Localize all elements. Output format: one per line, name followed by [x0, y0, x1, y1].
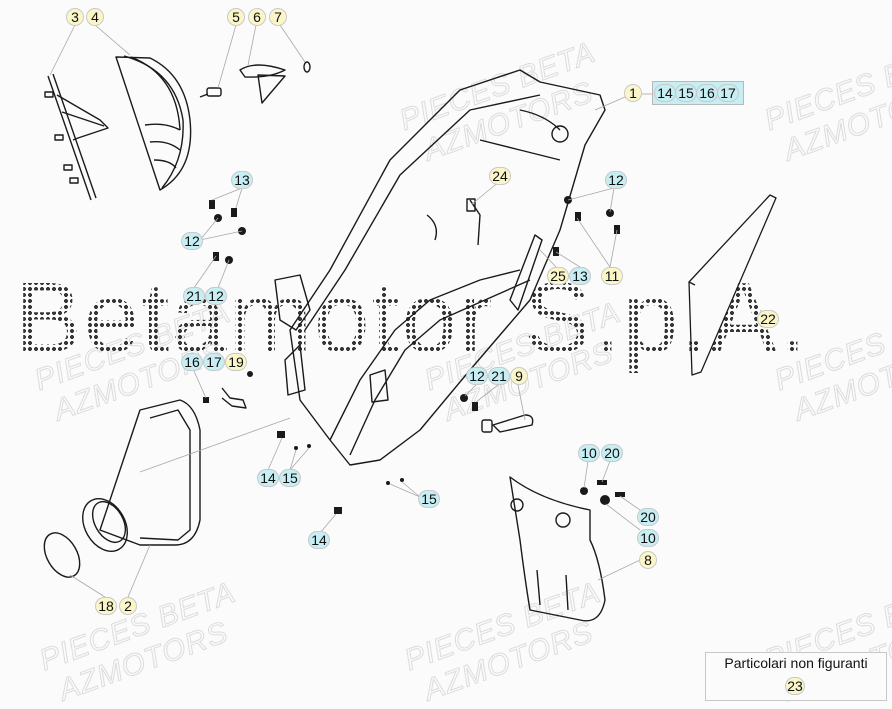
part-callout-13[interactable]: 13	[569, 267, 591, 285]
part-callout-13[interactable]: 13	[231, 171, 253, 189]
part-callout-17[interactable]: 17	[717, 84, 739, 102]
part-callout-12[interactable]: 12	[466, 367, 488, 385]
part-callout-11[interactable]: 11	[601, 267, 623, 285]
part-callout-17[interactable]: 17	[203, 353, 225, 371]
part-callout-15[interactable]: 15	[279, 469, 301, 487]
part-callout-16[interactable]: 16	[696, 84, 718, 102]
part-callout-14[interactable]: 14	[257, 469, 279, 487]
washer-icon	[303, 61, 311, 73]
airbox-main-body-icon	[274, 69, 606, 466]
part-callout-25[interactable]: 25	[547, 267, 569, 285]
intake-boot-icon	[82, 399, 201, 552]
headlight-mask-icon	[115, 55, 192, 191]
exhaust-guard-icon	[509, 476, 606, 622]
part-callout-21[interactable]: 21	[183, 287, 205, 305]
bracket-icon	[509, 234, 543, 311]
clip-icon	[466, 198, 476, 212]
part-callout-2[interactable]: 2	[119, 597, 137, 615]
part-callout-7[interactable]: 7	[269, 8, 287, 26]
part-callout-15[interactable]: 15	[418, 490, 440, 508]
part-callout-12[interactable]: 12	[181, 232, 203, 250]
part-callout-9[interactable]: 9	[510, 367, 528, 385]
part-callout-6[interactable]: 6	[248, 8, 266, 26]
rubber-strap-icon	[239, 64, 286, 104]
part-callout-10[interactable]: 10	[637, 529, 659, 547]
screw-icon	[199, 87, 222, 98]
part-callout-20[interactable]: 20	[601, 444, 623, 462]
part-callout-20[interactable]: 20	[637, 508, 659, 526]
part-callout-18[interactable]: 18	[95, 597, 117, 615]
parts-not-shown-title: Particolari non figuranti	[724, 655, 868, 671]
part-callout-10[interactable]: 10	[578, 444, 600, 462]
hardware-fasteners-icon	[203, 196, 625, 514]
part-callout-22[interactable]: 22	[757, 310, 779, 328]
bracket-icon	[221, 387, 247, 409]
part-callout-5[interactable]: 5	[227, 8, 245, 26]
part-callout-16[interactable]: 16	[181, 353, 203, 371]
part-callout-23[interactable]: 23	[785, 677, 805, 695]
part-callout-12[interactable]: 12	[205, 287, 227, 305]
part-callout-15[interactable]: 15	[675, 84, 697, 102]
leader-lines	[49, 24, 771, 598]
background-logo: Betamotor S.p.A.	[15, 262, 809, 374]
part-callout-19[interactable]: 19	[225, 353, 247, 371]
part-callout-12[interactable]: 12	[605, 171, 627, 189]
hose-clamp-icon	[43, 532, 81, 578]
number-plate-bracket-icon	[44, 73, 109, 201]
part-callout-14[interactable]: 14	[654, 84, 676, 102]
side-panel-icon	[688, 194, 777, 376]
strap-icon	[481, 414, 534, 433]
part-callout-3[interactable]: 3	[66, 8, 84, 26]
part-callout-8[interactable]: 8	[639, 551, 657, 569]
part-callout-14[interactable]: 14	[308, 531, 330, 549]
parts-not-shown-box: Particolari non figuranti 23	[705, 652, 887, 701]
part-callout-1[interactable]: 1	[624, 84, 642, 102]
part-callout-21[interactable]: 21	[488, 367, 510, 385]
part-callout-24[interactable]: 24	[489, 167, 511, 185]
part-callout-4[interactable]: 4	[86, 8, 104, 26]
